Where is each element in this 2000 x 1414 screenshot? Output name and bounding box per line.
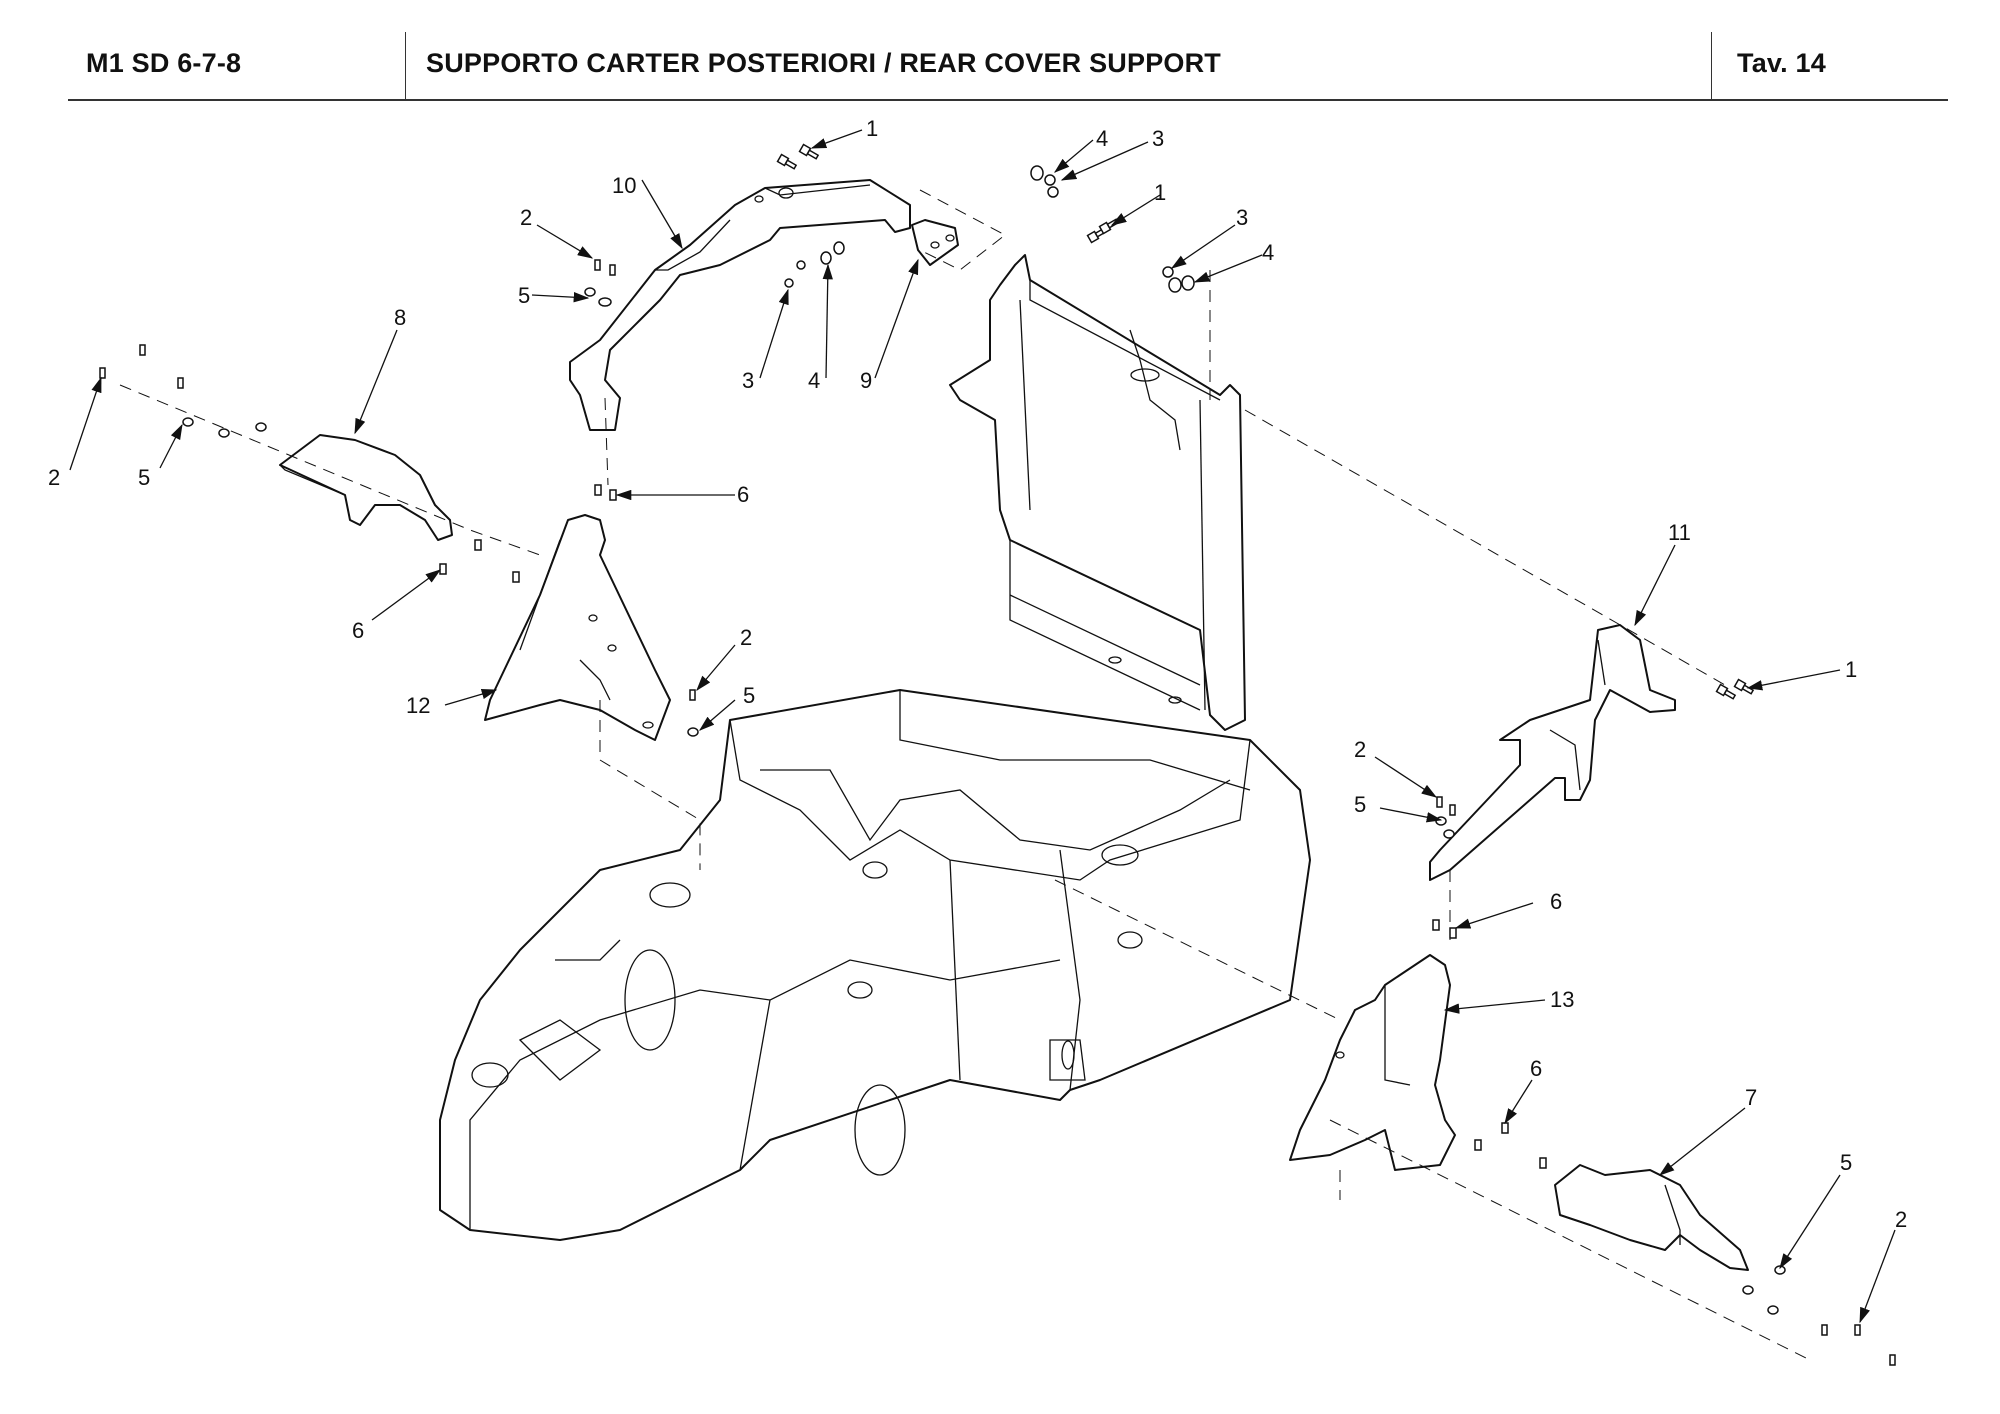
model-code: M1 SD 6-7-8: [86, 48, 242, 78]
callout-3: 3: [1236, 205, 1248, 230]
part-9-small-bracket: [911, 219, 959, 266]
callout-6: 6: [1550, 889, 1562, 914]
part-8-left-cover: [279, 434, 453, 541]
assembly-lines: [119, 189, 1811, 1361]
callout-11: 11: [1668, 520, 1691, 545]
callout-5: 5: [743, 683, 755, 708]
callout-13: 13: [1550, 987, 1574, 1012]
header-rule: [68, 99, 1948, 101]
callout-4: 4: [1096, 126, 1108, 151]
callout-2: 2: [520, 205, 532, 230]
callout-2: 2: [740, 625, 752, 650]
callout-6: 6: [1530, 1056, 1542, 1081]
callout-1: 1: [1845, 657, 1857, 682]
callout-6: 6: [737, 482, 749, 507]
callout-leaders: [69, 129, 1896, 1324]
part-13-right-bracket: [1289, 954, 1456, 1171]
callout-6: 6: [352, 618, 364, 643]
base-frame: [439, 689, 1311, 1241]
callout-7: 7: [1745, 1085, 1757, 1110]
header-divider: [405, 32, 406, 100]
part-7-right-cover: [1554, 1164, 1749, 1271]
drawing-header: M1 SD 6-7-8 SUPPORTO CARTER POSTERIORI /…: [0, 0, 2000, 105]
callout-5: 5: [518, 283, 530, 308]
callout-labels: 1 2 10 5 3 4 9 4 3 1 3 4 8 2 5 6 6 2 5 1…: [48, 116, 1907, 1232]
callout-3: 3: [742, 368, 754, 393]
drawing-title: SUPPORTO CARTER POSTERIORI / REAR COVER …: [426, 48, 1221, 78]
callout-9: 9: [860, 368, 872, 393]
callout-4: 4: [1262, 240, 1274, 265]
callout-3: 3: [1152, 126, 1164, 151]
part-12-left-bracket: [484, 514, 671, 741]
table-number: Tav. 14: [1737, 48, 1826, 78]
callout-2: 2: [1895, 1207, 1907, 1232]
callout-2: 2: [1354, 737, 1366, 762]
callout-5: 5: [1354, 792, 1366, 817]
callout-1: 1: [1154, 180, 1166, 205]
callout-5: 5: [1840, 1150, 1852, 1175]
header-divider: [1711, 32, 1712, 100]
vertical-support-frame: [949, 254, 1246, 731]
callout-5: 5: [138, 465, 150, 490]
callout-10: 10: [612, 173, 636, 198]
part-10-arch-bracket: [569, 179, 911, 431]
callout-4: 4: [808, 368, 820, 393]
callout-8: 8: [394, 305, 406, 330]
callout-1: 1: [866, 116, 878, 141]
callout-2: 2: [48, 465, 60, 490]
part-11-right-bracket: [1429, 624, 1676, 881]
callout-12: 12: [406, 693, 430, 718]
